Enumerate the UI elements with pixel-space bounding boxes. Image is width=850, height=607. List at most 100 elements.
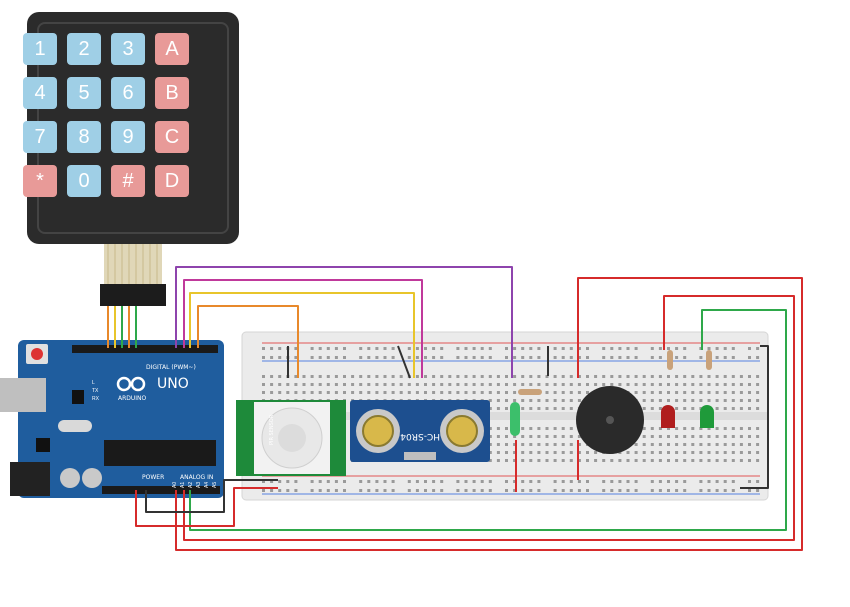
keypad-key-3[interactable]: 3 xyxy=(111,33,145,65)
keypad-key-6[interactable]: 6 xyxy=(111,77,145,109)
breadboard-hole xyxy=(658,451,662,454)
breadboard-hole xyxy=(399,375,403,378)
breadboard-hole xyxy=(496,459,500,462)
breadboard-hole xyxy=(488,480,492,483)
breadboard-hole xyxy=(748,443,751,446)
keypad-key-A[interactable]: A xyxy=(155,33,189,65)
breadboard-hole xyxy=(440,375,444,378)
keypad-key-5[interactable]: 5 xyxy=(67,77,101,109)
breadboard-hole xyxy=(707,443,711,446)
breadboard-hole xyxy=(294,356,298,359)
breadboard-hole xyxy=(529,407,533,410)
breadboard-hole xyxy=(496,391,500,394)
breadboard-hole xyxy=(424,391,427,394)
breadboard-hole xyxy=(569,391,573,394)
keypad-key-0[interactable]: 0 xyxy=(67,165,101,197)
breadboard-hole xyxy=(561,427,565,430)
breadboard-hole xyxy=(715,399,719,402)
breadboard-hole xyxy=(464,383,468,386)
breadboard-hole xyxy=(691,375,695,378)
breadboard-hole xyxy=(577,489,581,492)
breadboard-hole xyxy=(699,383,703,386)
keypad-key-4[interactable]: 4 xyxy=(23,77,57,109)
breadboard-hole xyxy=(577,399,581,402)
breadboard-hole xyxy=(569,489,573,492)
keypad-key-hash[interactable]: # xyxy=(111,165,145,197)
keypad-key-1[interactable]: 1 xyxy=(23,33,57,65)
breadboard-hole xyxy=(334,347,338,350)
breadboard-hole xyxy=(456,489,460,492)
breadboard-hole xyxy=(561,399,565,402)
breadboard-hole xyxy=(707,391,711,394)
breadboard-hole xyxy=(294,489,298,492)
breadboard-hole xyxy=(391,489,395,492)
breadboard-hole xyxy=(456,480,460,483)
keypad-key-B[interactable]: B xyxy=(155,77,189,109)
power-analog-header xyxy=(102,486,220,494)
keypad-key-star[interactable]: * xyxy=(23,165,57,197)
breadboard-hole xyxy=(731,435,735,438)
breadboard-hole xyxy=(537,407,541,410)
breadboard-hole xyxy=(658,480,662,483)
breadboard-hole xyxy=(326,356,330,359)
breadboard-hole xyxy=(496,407,500,410)
breadboard-hole xyxy=(723,399,727,402)
keypad-key-9[interactable]: 9 xyxy=(111,121,145,153)
arduino-model: UNO xyxy=(157,376,189,392)
breadboard-hole xyxy=(359,375,363,378)
breadboard-hole xyxy=(650,356,654,359)
breadboard-hole xyxy=(375,383,379,386)
led-red xyxy=(661,350,675,428)
breadboard-hole xyxy=(505,427,508,430)
breadboard-hole xyxy=(650,443,654,446)
breadboard-hole xyxy=(667,427,670,430)
keypad-key-8[interactable]: 8 xyxy=(67,121,101,153)
breadboard-hole xyxy=(731,391,735,394)
breadboard-hole xyxy=(529,451,533,454)
breadboard-hole xyxy=(432,391,436,394)
breadboard-hole xyxy=(529,375,533,378)
breadboard-hole xyxy=(577,391,581,394)
breadboard-hole xyxy=(642,427,646,430)
keypad-key-7[interactable]: 7 xyxy=(23,121,57,153)
breadboard-hole xyxy=(561,480,565,483)
breadboard-hole xyxy=(675,347,679,350)
breadboard-hole xyxy=(278,489,282,492)
breadboard-hole xyxy=(586,451,589,454)
breadboard-hole xyxy=(521,451,525,454)
pir-sensor: PIR SENSOR xyxy=(236,400,346,476)
breadboard-hole xyxy=(626,375,630,378)
breadboard-hole xyxy=(715,489,719,492)
breadboard-hole xyxy=(367,391,371,394)
breadboard-hole xyxy=(391,383,395,386)
breadboard-hole xyxy=(658,375,662,378)
breadboard-hole xyxy=(359,489,363,492)
keypad-key-2[interactable]: 2 xyxy=(67,33,101,65)
breadboard-hole xyxy=(715,443,719,446)
breadboard-hole xyxy=(383,480,387,483)
breadboard-hole xyxy=(383,375,387,378)
breadboard-hole xyxy=(480,480,484,483)
breadboard-hole xyxy=(407,383,411,386)
breadboard-hole xyxy=(715,451,719,454)
breadboard-hole xyxy=(505,399,508,402)
breadboard-hole xyxy=(432,480,436,483)
breadboard-hole xyxy=(529,399,533,402)
breadboard-hole xyxy=(432,356,436,359)
breadboard-hole xyxy=(634,383,638,386)
keypad-key-C[interactable]: C xyxy=(155,121,189,153)
breadboard-hole xyxy=(537,443,541,446)
breadboard-hole xyxy=(326,391,330,394)
breadboard-hole xyxy=(699,391,703,394)
breadboard-hole xyxy=(658,459,662,462)
breadboard-hole xyxy=(731,443,735,446)
breadboard-hole xyxy=(302,391,306,394)
breadboard-hole xyxy=(310,356,314,359)
breadboard-hole xyxy=(367,489,371,492)
breadboard-hole xyxy=(545,383,549,386)
breadboard-hole xyxy=(367,347,371,350)
keypad-key-D[interactable]: D xyxy=(155,165,189,197)
breadboard-hole xyxy=(334,480,338,483)
breadboard-hole xyxy=(472,391,476,394)
breadboard-hole xyxy=(488,356,492,359)
